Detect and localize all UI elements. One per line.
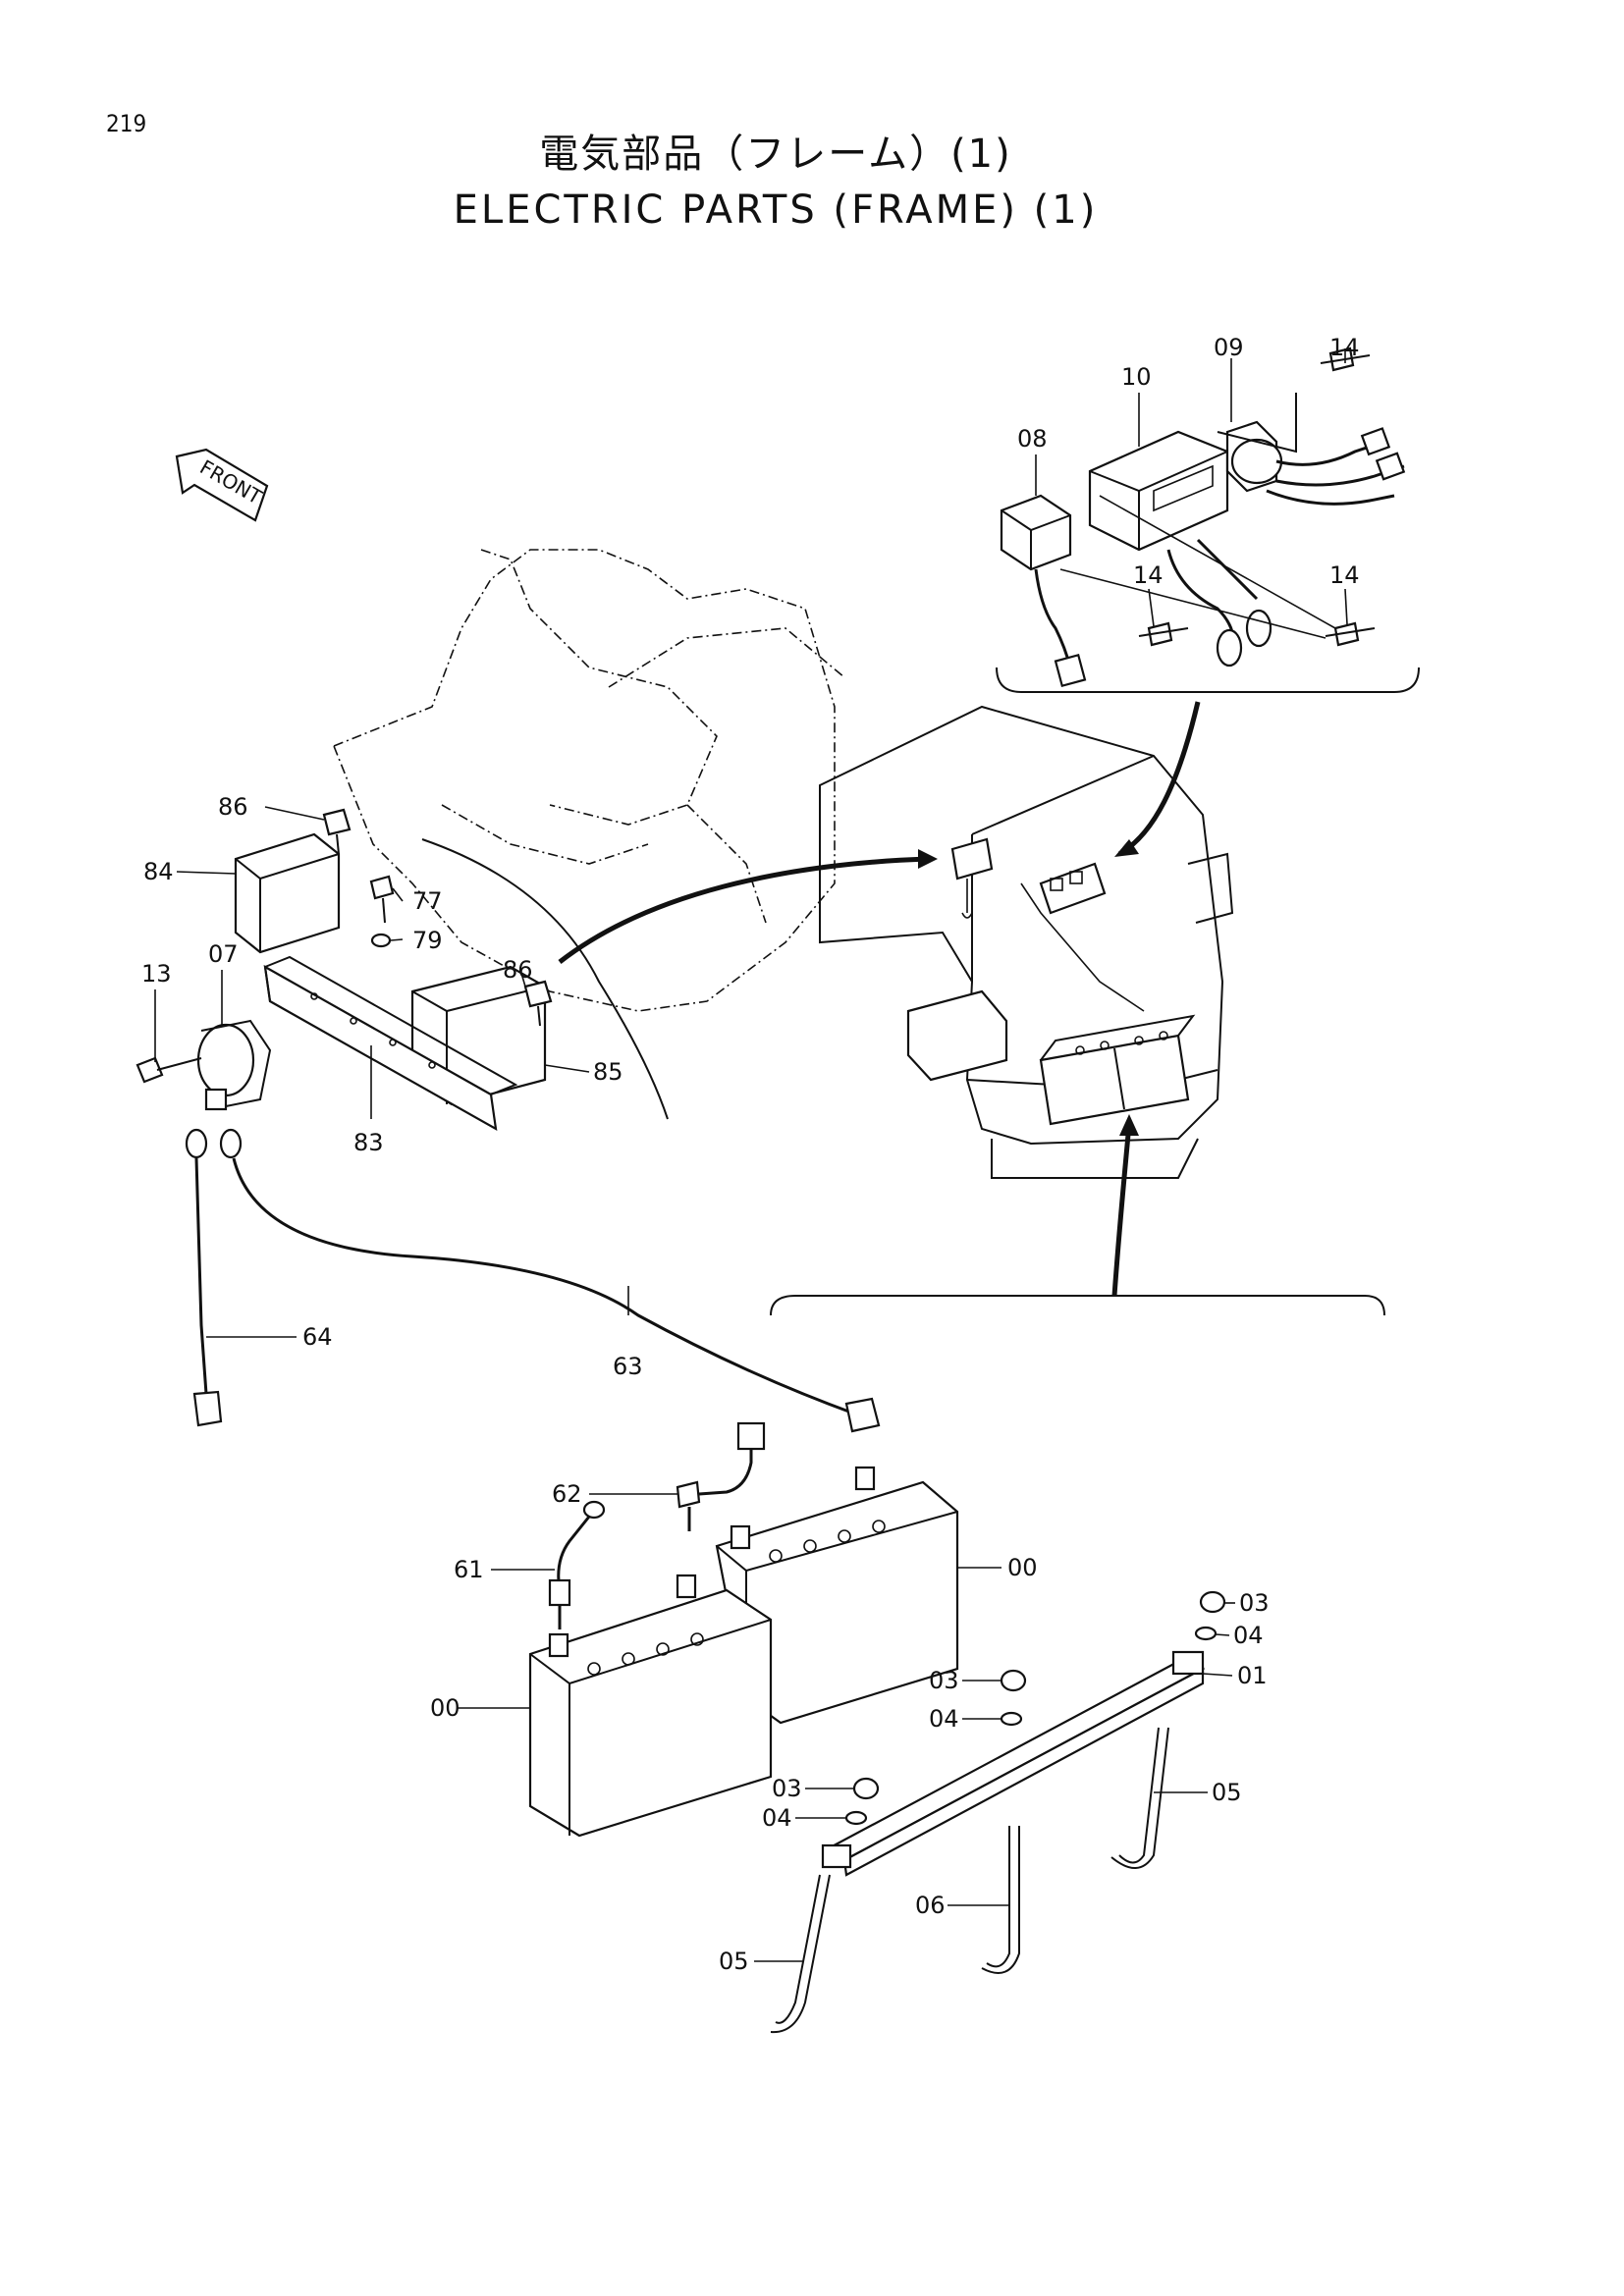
arrowhead xyxy=(1119,1114,1139,1136)
callout-05-a: 05 xyxy=(1212,1779,1242,1806)
callout-04-c: 04 xyxy=(762,1804,792,1832)
callout-83: 83 xyxy=(353,1129,384,1156)
bolt-13 xyxy=(135,1056,202,1084)
callout-86-b: 86 xyxy=(503,956,533,984)
callout-61: 61 xyxy=(454,1556,484,1583)
battery-00-front xyxy=(528,1574,773,1838)
callout-08: 08 xyxy=(1017,425,1048,453)
relay-group-bracket xyxy=(996,667,1420,693)
callout-86-a: 86 xyxy=(218,793,248,821)
callout-62: 62 xyxy=(552,1480,582,1508)
callout-84: 84 xyxy=(143,858,174,885)
part-08-relay xyxy=(1000,494,1336,688)
part-07-relay xyxy=(196,1019,272,1111)
callout-05-b: 05 xyxy=(719,1948,749,1975)
part-84-cover xyxy=(234,832,341,954)
washer-04-c xyxy=(844,1810,868,1826)
arrowhead xyxy=(1114,839,1139,857)
callout-00-b: 00 xyxy=(1007,1554,1038,1581)
part-01-hold-down xyxy=(821,1650,1206,1877)
rod-05-right xyxy=(1110,1727,1169,1869)
callout-03-c: 03 xyxy=(772,1775,802,1802)
battery-group-bracket xyxy=(770,1295,1385,1316)
bracket-group-bracket xyxy=(421,838,669,1120)
callout-79: 79 xyxy=(412,927,443,954)
title-japanese: 電気部品（フレーム）(1) xyxy=(539,132,1012,177)
callout-07: 07 xyxy=(208,940,239,968)
callout-labels: 09 14 10 08 14 14 86 84 77 79 13 07 86 8… xyxy=(141,334,1360,1975)
callout-00-a: 00 xyxy=(430,1694,460,1722)
arrow-to-battery-group xyxy=(1111,1123,1132,1297)
leader-lines xyxy=(154,348,1348,1962)
arrow-to-relay-group xyxy=(1117,701,1201,857)
callout-01: 01 xyxy=(1237,1662,1268,1689)
arrowhead xyxy=(918,849,938,869)
cable-61 xyxy=(548,1500,606,1629)
part-10-relay xyxy=(1088,430,1272,667)
bolt-14-b xyxy=(1138,621,1189,647)
cable-63 xyxy=(219,1128,881,1433)
bolt-14-c xyxy=(1325,621,1376,647)
callout-14-a: 14 xyxy=(1329,334,1360,361)
front-arrow-icon: FRONT xyxy=(175,448,269,522)
callout-06: 06 xyxy=(915,1892,946,1919)
callout-09: 09 xyxy=(1214,334,1244,361)
callout-63: 63 xyxy=(613,1353,643,1380)
nut-03-b xyxy=(1000,1669,1027,1692)
part-09-switch xyxy=(1217,393,1406,506)
callout-85: 85 xyxy=(593,1058,623,1086)
callout-03-a: 03 xyxy=(1239,1589,1270,1617)
title-english: ELECTRIC PARTS (FRAME) (1) xyxy=(453,187,1099,233)
title-block: 電気部品（フレーム）(1) ELECTRIC PARTS (FRAME) (1) xyxy=(0,126,1551,238)
washer-04-a xyxy=(1194,1626,1218,1641)
bolt-86-a xyxy=(322,808,352,855)
part-83-bracket xyxy=(263,955,518,1132)
washer-04-b xyxy=(1000,1711,1023,1727)
nut-03-a xyxy=(1199,1590,1226,1614)
washer-79 xyxy=(370,933,392,948)
nut-03-c xyxy=(852,1777,880,1800)
bolt-86-b xyxy=(523,980,553,1027)
rod-06 xyxy=(981,1826,1020,1974)
callout-14-b: 14 xyxy=(1133,561,1164,589)
callout-13: 13 xyxy=(141,960,172,988)
battery-in-frame xyxy=(1020,882,1196,1126)
frame-outline xyxy=(332,549,845,1012)
callout-03-b: 03 xyxy=(929,1667,959,1694)
rod-05-left xyxy=(770,1874,831,2034)
callout-04-b: 04 xyxy=(929,1705,959,1733)
counterweight-body xyxy=(819,705,1234,1179)
callout-64: 64 xyxy=(302,1323,333,1351)
callout-14-c: 14 xyxy=(1329,561,1360,589)
bolt-77 xyxy=(369,875,395,924)
cable-62 xyxy=(676,1421,766,1531)
page-number: 219 xyxy=(106,110,147,137)
cable-64 xyxy=(185,1128,223,1427)
relay-in-frame xyxy=(950,837,1107,919)
callout-77: 77 xyxy=(412,887,443,915)
arrow-to-bracket-group xyxy=(558,856,929,964)
callout-10: 10 xyxy=(1121,363,1152,391)
callout-04-a: 04 xyxy=(1233,1622,1264,1649)
